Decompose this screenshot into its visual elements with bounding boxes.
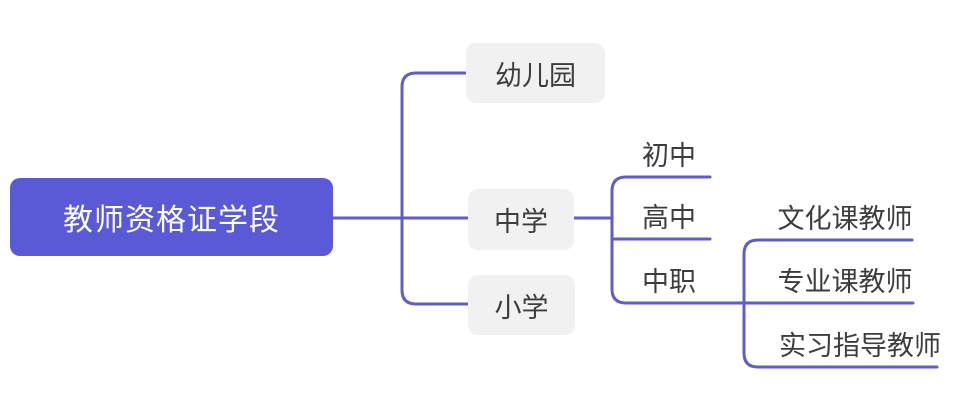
node-culture-course-teacher[interactable]: 文化课教师 xyxy=(777,204,913,234)
node-secondary-vocational[interactable]: 中职 xyxy=(642,267,696,297)
node-middle-school[interactable]: 中学 xyxy=(468,189,574,250)
node-primary-school[interactable]: 小学 xyxy=(468,275,575,335)
node-kindergarten[interactable]: 幼儿园 xyxy=(466,43,605,103)
node-major-course-teacher[interactable]: 专业课教师 xyxy=(777,267,913,297)
node-junior-high[interactable]: 初中 xyxy=(642,141,696,171)
node-internship-guidance-teacher[interactable]: 实习指导教师 xyxy=(779,331,941,361)
root-node-teacher-cert-stages[interactable]: 教师资格证学段 xyxy=(10,178,333,256)
node-senior-high[interactable]: 高中 xyxy=(642,203,696,233)
connector-trunk-level1 xyxy=(400,71,470,306)
